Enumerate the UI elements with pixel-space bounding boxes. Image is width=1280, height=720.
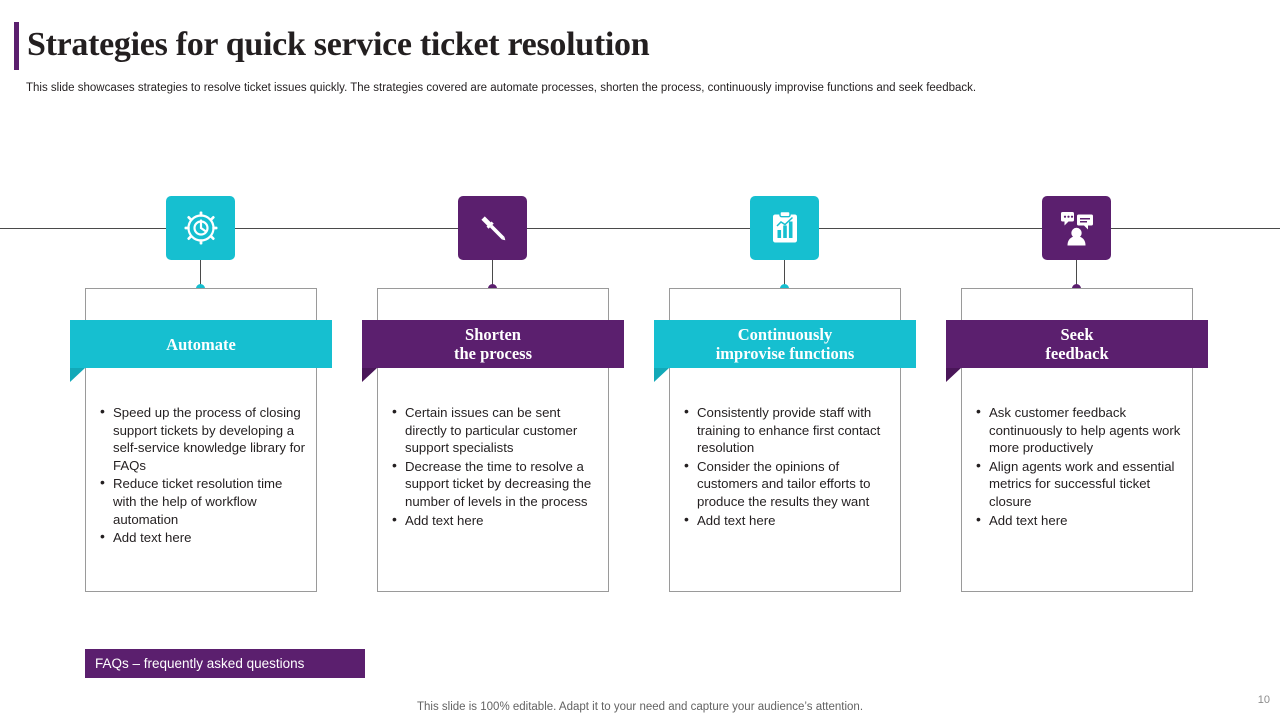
bullet-item: Decrease the time to resolve a support t… <box>392 457 601 511</box>
banner-fold <box>654 368 669 382</box>
banner-fold <box>946 368 961 382</box>
bullet-item: Consistently provide staff with training… <box>684 403 893 457</box>
bullet-item: Add text here <box>684 511 893 530</box>
user-feedback-icon <box>1042 196 1111 260</box>
gear-target-icon <box>166 196 235 260</box>
strategy-heading: Automate <box>166 334 236 354</box>
connector-line <box>492 260 493 290</box>
bullet-item: Reduce ticket resolution time with the h… <box>100 474 309 528</box>
bullet-item: Ask customer feedback continuously to he… <box>976 403 1185 457</box>
page-title: Strategies for quick service ticket reso… <box>27 26 650 63</box>
wrench-screwdriver-icon <box>458 196 527 260</box>
bullet-item: Align agents work and essential metrics … <box>976 457 1185 511</box>
bullet-item: Add text here <box>392 511 601 530</box>
bullet-item: Certain issues can be sent directly to p… <box>392 403 601 457</box>
page-number: 10 <box>1257 694 1270 706</box>
title-accent-bar <box>14 22 19 70</box>
faq-legend-tag: FAQs – frequently asked questions <box>85 649 365 678</box>
strategy-bullet-list: Consistently provide staff with training… <box>671 403 901 530</box>
connector-line <box>200 260 201 290</box>
banner-fold <box>70 368 85 382</box>
banner-fold <box>362 368 377 382</box>
faq-legend-label: FAQs – frequently asked questions <box>95 656 305 671</box>
bullet-item: Add text here <box>976 511 1185 530</box>
strategy-bullet-list: Certain issues can be sent directly to p… <box>379 403 609 530</box>
bullet-item: Speed up the process of closing support … <box>100 403 309 474</box>
clipboard-chart-icon <box>750 196 819 260</box>
slide-subtitle: This slide showcases strategies to resol… <box>26 82 977 94</box>
connector-line <box>1076 260 1077 290</box>
strategy-bullet-list: Ask customer feedback continuously to he… <box>963 403 1193 530</box>
bullet-item: Consider the opinions of customers and t… <box>684 457 893 511</box>
connector-line <box>784 260 785 290</box>
bullet-item: Add text here <box>100 528 309 547</box>
timeline-line <box>0 228 1280 229</box>
strategy-banner: Automate <box>70 320 332 368</box>
footer-note: This slide is 100% editable. Adapt it to… <box>416 701 864 713</box>
strategy-bullet-list: Speed up the process of closing support … <box>87 403 317 548</box>
